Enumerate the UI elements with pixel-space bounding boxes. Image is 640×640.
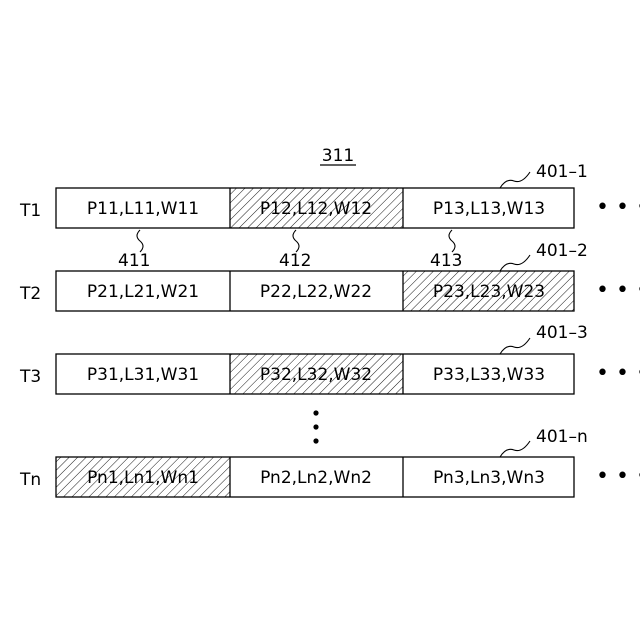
leader-line xyxy=(137,230,143,252)
table-cell: P13,L13,W13 xyxy=(433,199,545,219)
table-cell: P21,L21,W21 xyxy=(87,282,199,302)
table-cell: Pn2,Ln2,Wn2 xyxy=(260,468,372,488)
table-cell: P33,L33,W33 xyxy=(433,365,545,385)
table-cell: P22,L22,W22 xyxy=(260,282,372,302)
table-cell: P31,L31,W31 xyxy=(87,365,199,385)
row-reference: 401–3 xyxy=(536,323,588,343)
row-reference: 401–n xyxy=(536,427,588,447)
row-tn: Tn Pn1,Ln1,Wn1 Pn2,Ln2,Wn2 Pn3,Ln3,Wn3 •… xyxy=(19,427,640,497)
table-cell: Pn3,Ln3,Wn3 xyxy=(433,468,545,488)
leader-line xyxy=(500,441,530,457)
row-reference: 401–2 xyxy=(536,241,588,261)
column-reference: 412 xyxy=(279,251,311,271)
leader-line xyxy=(293,230,299,252)
column-reference: 413 xyxy=(430,251,462,271)
vertical-ellipsis xyxy=(313,410,318,443)
table-cell: P12,L12,W12 xyxy=(260,199,372,219)
column-reference: 411 xyxy=(118,251,150,271)
row-reference: 401–1 xyxy=(536,162,588,182)
row-label: T1 xyxy=(19,201,41,221)
row-t2: T2 P21,L21,W21 P22,L22,W22 P23,L23,W23 •… xyxy=(19,241,640,311)
row-label: T3 xyxy=(19,367,41,387)
ellipsis: • • • xyxy=(596,464,640,489)
row-t3: T3 P31,L31,W31 P32,L32,W32 P33,L33,W33 •… xyxy=(19,323,640,394)
ellipsis: • • • xyxy=(596,361,640,386)
table-cell: P32,L32,W32 xyxy=(260,365,372,385)
ellipsis: • • • xyxy=(596,195,640,220)
leader-line xyxy=(500,255,530,271)
row-label: Tn xyxy=(19,470,41,490)
column-references: 411 412 413 xyxy=(118,230,462,271)
table-cell: P23,L23,W23 xyxy=(433,282,545,302)
leader-line xyxy=(500,172,530,188)
figure-reference: 311 xyxy=(322,146,354,166)
table-cell: Pn1,Ln1,Wn1 xyxy=(87,468,199,488)
leader-line xyxy=(449,230,455,252)
leader-line xyxy=(500,338,530,354)
ellipsis: • • • xyxy=(596,278,640,303)
table-cell: P11,L11,W11 xyxy=(87,199,199,219)
row-t1: T1 P11,L11,W11 P12,L12,W12 P13,L13,W13 •… xyxy=(19,162,640,228)
row-label: T2 xyxy=(19,284,41,304)
